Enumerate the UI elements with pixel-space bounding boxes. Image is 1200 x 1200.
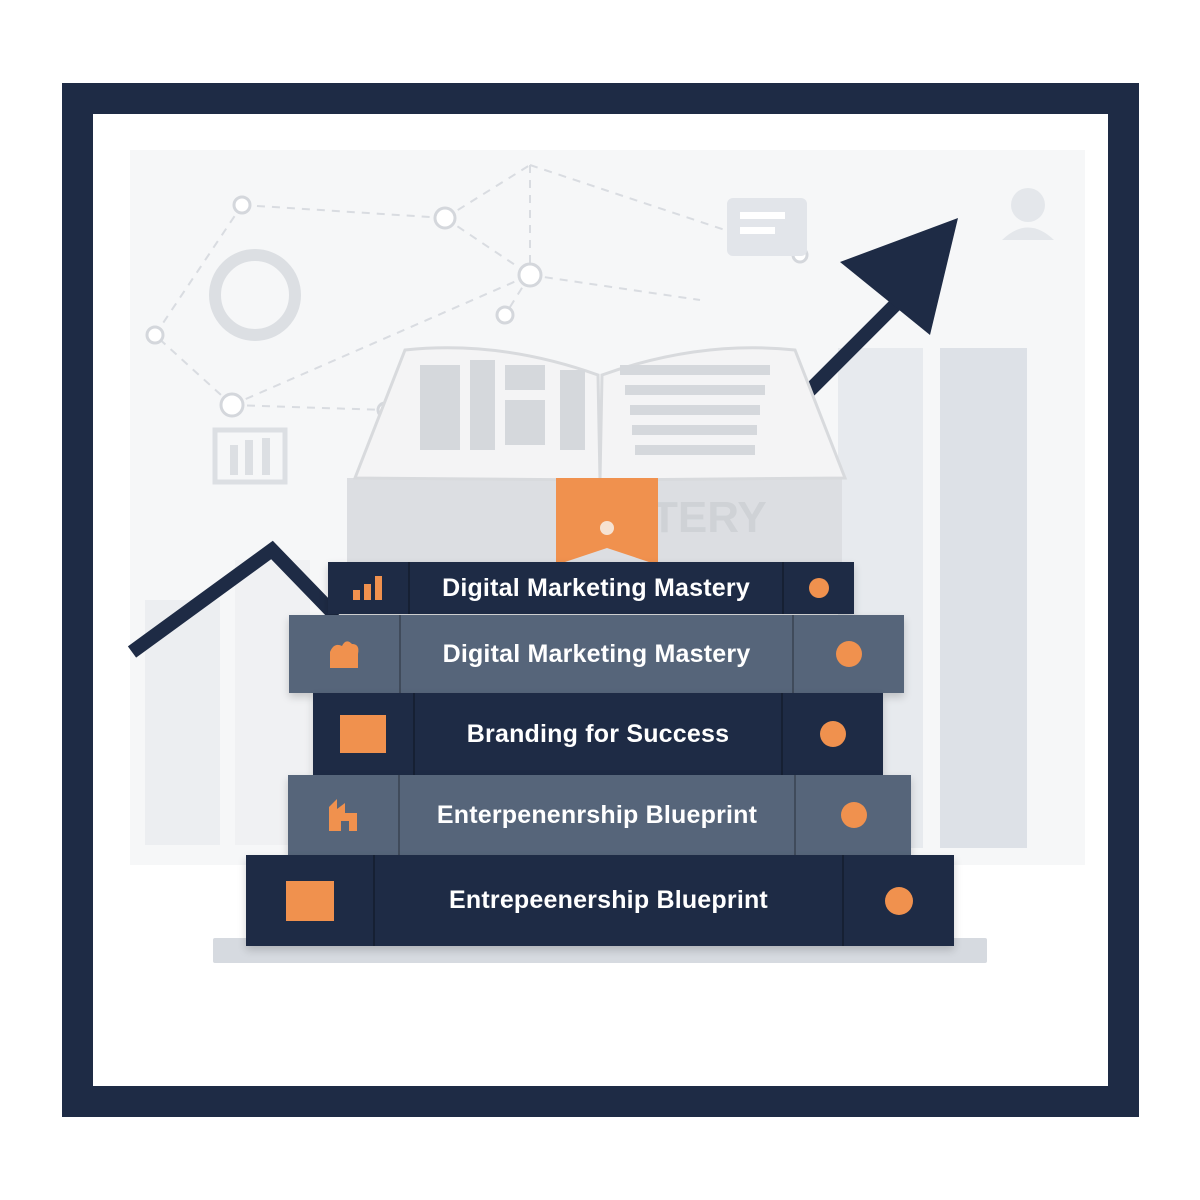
book-icon-cell xyxy=(288,775,400,855)
book-icon-cell xyxy=(246,855,375,946)
book-title: Digital Marketing Mastery xyxy=(442,573,750,602)
book-branding-for-success[interactable]: Branding for Success xyxy=(313,693,883,775)
book-icon-cell xyxy=(313,693,415,775)
orange-dot-icon xyxy=(885,886,913,915)
book-title: Branding for Success xyxy=(466,719,730,748)
bar-chart-icon-bg xyxy=(212,427,288,485)
book-title: Entrepeenership Blueprint xyxy=(449,886,768,914)
book-digital-marketing-mastery-1[interactable]: Digital Marketing Mastery xyxy=(328,562,854,614)
book-icon-cell xyxy=(328,562,410,614)
book-digital-marketing-mastery-2[interactable]: Digital Marketing Mastery xyxy=(289,615,904,693)
message-icon xyxy=(727,198,807,256)
book-dot-cell xyxy=(842,855,954,946)
building-icon xyxy=(329,799,357,831)
refresh-icon xyxy=(209,249,301,341)
bookmark-dot xyxy=(600,521,614,535)
bar-chart-icon xyxy=(353,576,382,600)
network-diagram xyxy=(154,164,801,411)
square-icon xyxy=(285,880,334,921)
orange-dot-icon xyxy=(840,802,867,828)
book-enterpenenrship-blueprint[interactable]: Enterpenenrship Blueprint xyxy=(288,775,911,855)
orange-dot-icon xyxy=(820,721,846,747)
orange-dot-icon xyxy=(836,641,862,667)
book-dot-cell xyxy=(781,693,883,775)
book-entrepeenership-blueprint[interactable]: Entrepeenership Blueprint xyxy=(246,855,954,946)
open-book-icon xyxy=(352,346,848,482)
book-title: Digital Marketing Mastery xyxy=(442,639,751,668)
bg-bar xyxy=(940,348,1027,848)
book-dot-cell xyxy=(792,615,904,693)
square-icon xyxy=(340,715,386,753)
user-icon xyxy=(1002,188,1054,240)
book-dot-cell xyxy=(782,562,854,614)
arrow-head-icon xyxy=(840,218,958,335)
puzzle-icon xyxy=(330,641,359,668)
orange-dot-icon xyxy=(809,578,829,598)
network-nodes xyxy=(145,195,809,419)
book-dot-cell xyxy=(794,775,911,855)
book-title: Enterpenenrship Blueprint xyxy=(436,800,758,829)
book-icon-cell xyxy=(289,615,401,693)
